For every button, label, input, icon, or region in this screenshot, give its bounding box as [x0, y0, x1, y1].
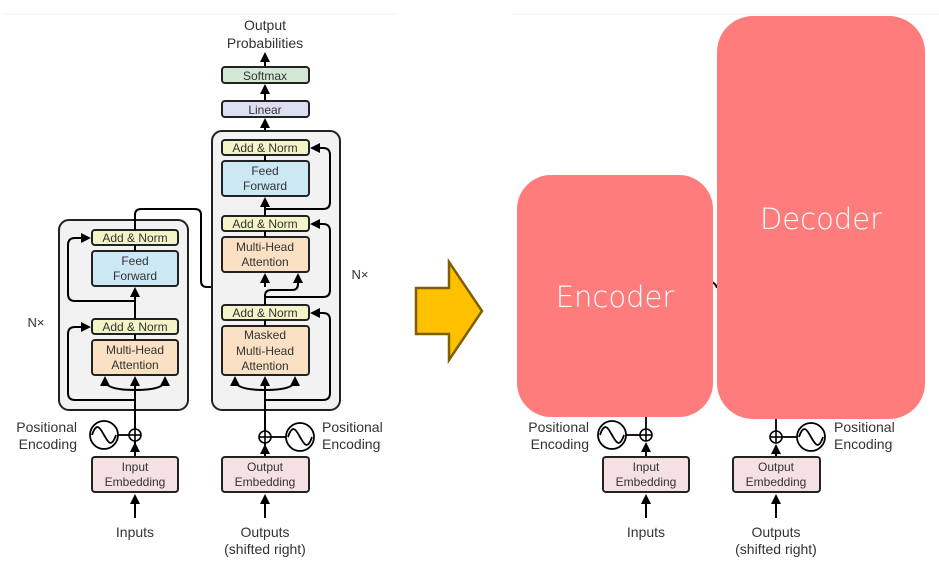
right-encoder-decoder-diagram: Positional Encoding Input Embedding Inpu… [517, 16, 925, 557]
right-input-embedding-line1: Input [633, 460, 660, 474]
decoder-add-norm-1-label: Add & Norm [232, 306, 297, 320]
decoder-add-norm-3-label: Add & Norm [232, 141, 297, 155]
sine-wave-icon [89, 420, 129, 450]
output-embedding-box [221, 456, 310, 493]
right-pos-enc-left-line1: Positional [528, 419, 589, 435]
right-outputs-label-line2: (shifted right) [735, 541, 817, 557]
pos-enc-right-line1: Positional [322, 419, 383, 435]
output-probabilities-line1: Output [244, 17, 286, 33]
sine-wave-icon [597, 415, 647, 450]
pos-enc-left-line1: Positional [16, 419, 77, 435]
decoder-feed-forward-line1: Feed [251, 164, 278, 178]
right-output-embedding-box [732, 456, 821, 493]
linear-label: Linear [248, 103, 281, 117]
decoder-add-norm-2-label: Add & Norm [232, 217, 297, 231]
right-output-embedding-line2: Embedding [746, 475, 807, 489]
sine-wave-icon [775, 415, 826, 452]
add-circle-icon [258, 430, 272, 444]
outputs-label-line2: (shifted right) [224, 541, 306, 557]
right-pos-enc-left-line2: Encoding [531, 436, 589, 452]
decoder-block-label: Decoder [760, 202, 882, 236]
softmax-label: Softmax [243, 69, 287, 83]
encoder-block-label: Encoder [556, 280, 675, 314]
decoder-repeat-label: N× [352, 267, 369, 282]
decoder-masked-line3: Attention [241, 359, 288, 373]
output-probabilities-line2: Probabilities [227, 35, 303, 51]
encoder-attention-line2: Attention [111, 358, 158, 372]
decoder-block [717, 16, 925, 419]
add-circle-icon [128, 428, 142, 442]
add-circle-icon [769, 430, 783, 444]
encoder-block [517, 175, 713, 417]
decoder-attention-line2: Attention [241, 255, 288, 269]
decoder-masked-line1: Masked [244, 328, 286, 342]
output-embedding-line1: Output [247, 460, 284, 474]
pos-enc-right-line2: Encoding [322, 436, 380, 452]
softmax-box [221, 66, 310, 84]
right-inputs-label: Inputs [627, 524, 665, 540]
transform-arrow-icon [414, 257, 484, 365]
encoder-add-norm-1-label: Add & Norm [102, 320, 167, 334]
encoder-stack [58, 219, 189, 411]
encoder-attention-line1: Multi-Head [106, 343, 164, 357]
right-input-embedding-line2: Embedding [616, 475, 677, 489]
output-embedding-line2: Embedding [235, 475, 296, 489]
input-embedding-line2: Embedding [105, 475, 166, 489]
inputs-label: Inputs [116, 524, 154, 540]
decoder-masked-line2: Multi-Head [236, 344, 294, 358]
right-pos-enc-right-line1: Positional [834, 419, 895, 435]
encoder-feed-forward-line1: Feed [121, 254, 148, 268]
linear-box [221, 100, 310, 118]
encoder-feed-forward-line2: Forward [113, 269, 157, 283]
input-embedding-line1: Input [122, 460, 149, 474]
add-circle-icon [639, 428, 653, 442]
right-outputs-label-line1: Outputs [751, 524, 800, 540]
right-output-embedding-line1: Output [758, 460, 795, 474]
decoder-feed-forward-line2: Forward [243, 179, 287, 193]
encoder-repeat-label: N× [28, 315, 45, 330]
left-transformer-diagram: Output Probabilities Softmax Linear N× A… [16, 17, 382, 557]
pos-enc-left-line2: Encoding [19, 436, 77, 452]
input-embedding-box [91, 456, 179, 493]
decoder-attention-line1: Multi-Head [236, 240, 294, 254]
outputs-label-line1: Outputs [240, 524, 289, 540]
sine-wave-icon [271, 422, 315, 452]
encoder-add-norm-2-label: Add & Norm [102, 231, 167, 245]
right-input-embedding-box [602, 456, 690, 493]
decoder-connections [230, 143, 331, 455]
right-pos-enc-right-line2: Encoding [834, 436, 892, 452]
